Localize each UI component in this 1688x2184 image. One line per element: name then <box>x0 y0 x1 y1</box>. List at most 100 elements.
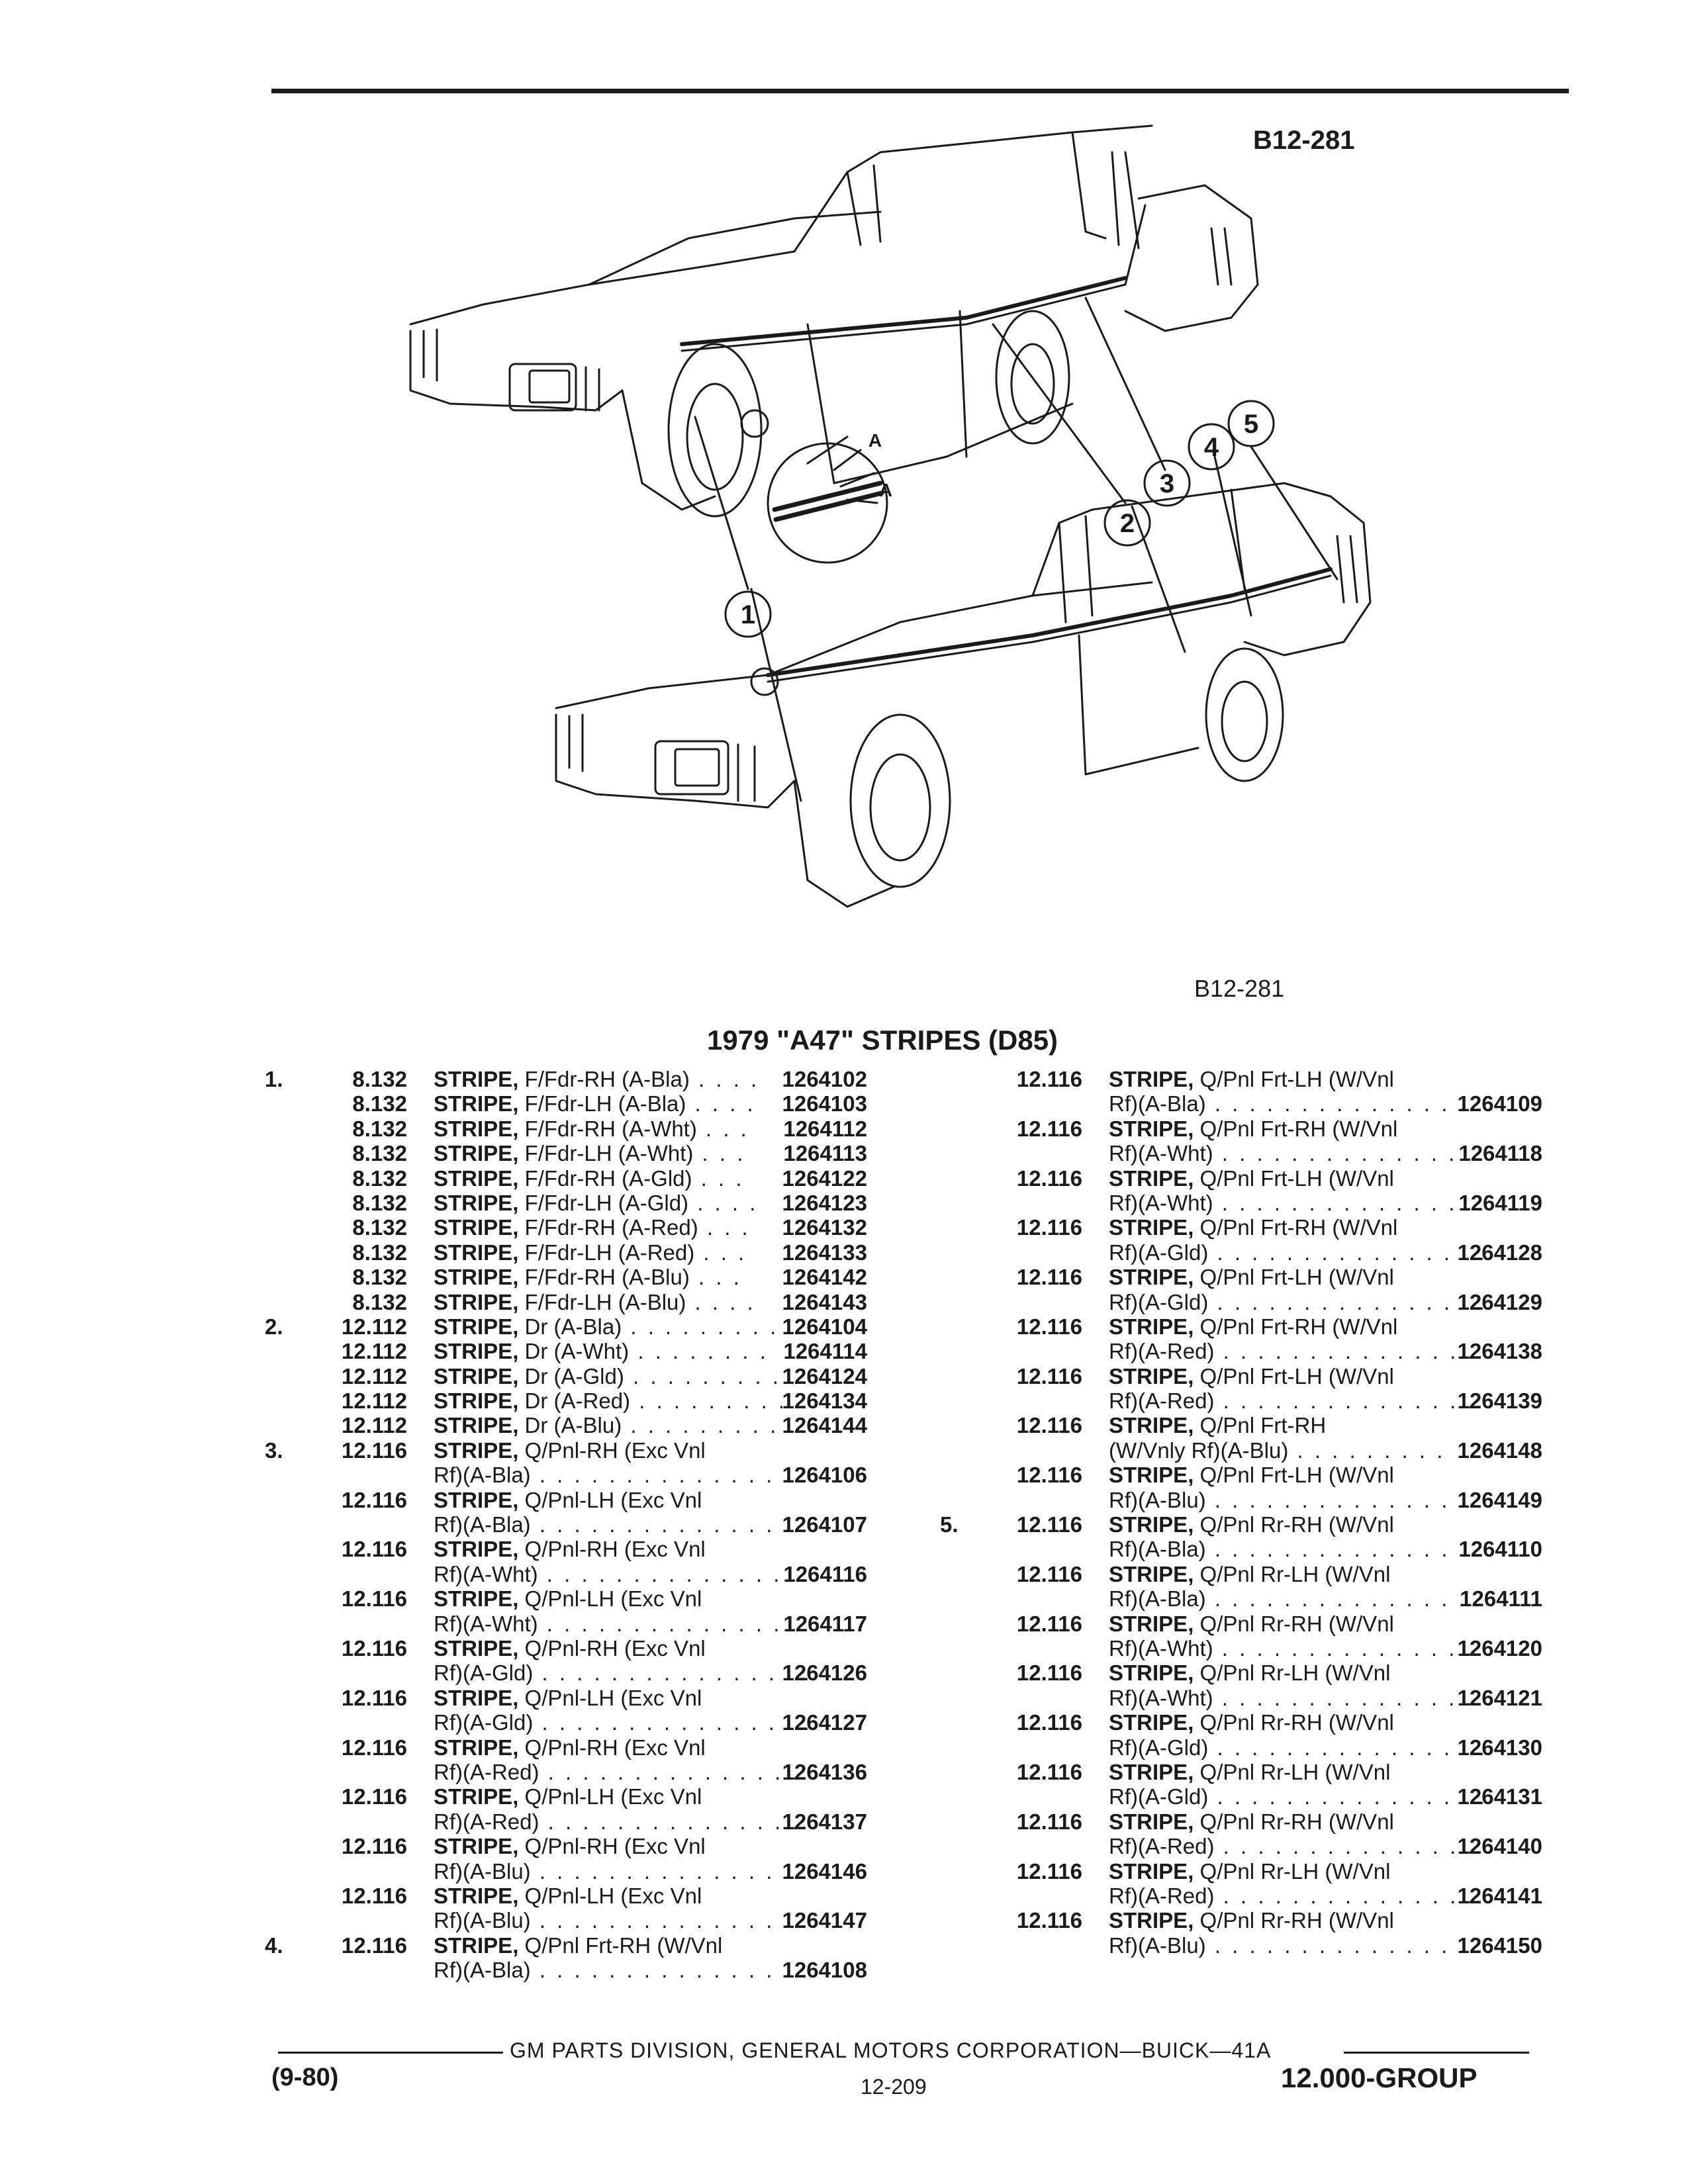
part-description: STRIPE, Dr (A-Gld) . . . . . . . . . <box>434 1364 781 1388</box>
part-detail: Rf)(A-Wht) <box>434 1561 538 1586</box>
parts-list-row: Rf)(A-Red) . . . . . . . . . . . . . . .… <box>940 1884 1575 1908</box>
part-description: STRIPE, Q/Pnl-RH (Exc Vnl <box>434 1438 706 1463</box>
footer-page-number: 12-209 <box>861 2075 927 2099</box>
part-number: 1264120 <box>1457 1635 1542 1661</box>
group-number: 8.132 <box>352 1091 407 1116</box>
callout-4: 4 <box>1204 433 1219 462</box>
part-number: 1264138 <box>1457 1339 1542 1364</box>
part-detail: Dr (A-Blu) <box>524 1413 622 1438</box>
part-description: (W/Vnly Rf)(A-Blu) . . . . . . . . . <box>1109 1438 1445 1463</box>
leader-dots: . . . . . . . . . <box>624 1363 781 1388</box>
part-detail: Rf)(A-Red) <box>1109 1883 1215 1908</box>
part-description: STRIPE, F/Fdr-LH (A-Red) . . . <box>434 1240 747 1265</box>
group-number: 12.116 <box>1016 1116 1082 1141</box>
parts-list-row: Rf)(A-Red) . . . . . . . . . . . . . . .… <box>265 1809 900 1834</box>
part-detail: Rf)(A-Gld) <box>1109 1784 1209 1809</box>
part-description: Rf)(A-Blu) . . . . . . . . . . . . . . .… <box>1109 1933 1485 1958</box>
leader-dots: . . . . . . . . . . . . . . . . <box>1205 1933 1485 1958</box>
item-number: 5. <box>940 1512 959 1537</box>
part-description: STRIPE, Q/Pnl-RH (Exc Vnl <box>434 1537 706 1561</box>
part-detail: Q/Pnl Rr-RH (W/Vnl <box>1199 1710 1394 1735</box>
parts-list-row: Rf)(A-Gld) . . . . . . . . . . . . . . .… <box>265 1710 900 1735</box>
parts-list-row: Rf)(A-Bla) . . . . . . . . . . . . . . .… <box>940 1537 1575 1561</box>
leader-dots: . . . . . . . . . . . . . . . . <box>1205 1586 1485 1612</box>
part-detail: Q/Pnl-LH (Exc Vnl <box>524 1487 702 1512</box>
part-description: Rf)(A-Blu) . . . . . . . . . . . . . . .… <box>1109 1488 1485 1512</box>
group-number: 8.132 <box>352 1141 407 1166</box>
part-name: STRIPE, <box>1109 1363 1194 1388</box>
group-number: 12.116 <box>341 1834 407 1859</box>
part-description: STRIPE, Q/Pnl Frt-LH (W/Vnl <box>1109 1265 1394 1289</box>
part-number: 1264136 <box>782 1759 867 1784</box>
part-name: STRIPE, <box>434 1363 519 1388</box>
part-number: 1264108 <box>782 1958 867 1983</box>
part-description: STRIPE, Q/Pnl Rr-RH (W/Vnl <box>1109 1512 1394 1537</box>
part-description: STRIPE, Q/Pnl Rr-RH (W/Vnl <box>1109 1710 1394 1735</box>
part-detail: F/Fdr-RH (A-Wht) <box>524 1116 697 1141</box>
leader-dots: . . . <box>693 1141 746 1166</box>
part-description: Rf)(A-Red) . . . . . . . . . . . . . . . <box>1109 1884 1476 1908</box>
part-number: 1264124 <box>782 1363 867 1388</box>
part-description: STRIPE, Q/Pnl-RH (Exc Vnl <box>434 1834 706 1858</box>
part-detail: Q/Pnl-RH (Exc Vnl <box>524 1537 706 1562</box>
part-detail: Rf)(A-Blu) <box>434 1908 531 1933</box>
part-detail: Rf)(A-Wht) <box>434 1611 538 1636</box>
group-number: 8.132 <box>352 1265 407 1290</box>
parts-list-row: 12.116 STRIPE, Q/Pnl Rr-LH (W/Vnl <box>940 1859 1575 1884</box>
part-description: Rf)(A-Blu) . . . . . . . . . . . . . . .… <box>434 1859 810 1884</box>
leader-dots: . . . . . . . . . . . . . . . <box>1214 1834 1476 1859</box>
part-number: 1264103 <box>782 1091 867 1116</box>
group-number: 12.116 <box>341 1784 407 1809</box>
group-number: 8.132 <box>352 1067 407 1091</box>
part-name: STRIPE, <box>434 1091 519 1116</box>
group-number: 12.116 <box>341 1487 407 1512</box>
part-description: STRIPE, Q/Pnl Rr-LH (W/Vnl <box>1109 1859 1390 1884</box>
group-number: 12.116 <box>1016 1661 1082 1686</box>
part-number: 1264126 <box>782 1661 867 1686</box>
part-number: 1264110 <box>1458 1537 1542 1562</box>
part-detail: Rf)(A-Bla) <box>1109 1586 1206 1612</box>
part-name: STRIPE, <box>1109 1265 1194 1290</box>
group-number: 12.116 <box>1016 1858 1082 1884</box>
part-detail: Rf)(A-Red) <box>1109 1388 1215 1414</box>
part-detail: Q/Pnl-RH (Exc Vnl <box>524 1437 706 1463</box>
part-description: Rf)(A-Bla) . . . . . . . . . . . . . . .… <box>1109 1091 1485 1116</box>
part-detail: F/Fdr-LH (A-Gld) <box>524 1190 689 1215</box>
leader-dots: . . . <box>696 1116 749 1141</box>
section-title: 1979 "A47" STRIPES (D85) <box>707 1024 1058 1056</box>
group-number: 12.116 <box>1016 1363 1082 1388</box>
part-description: Rf)(A-Gld) . . . . . . . . . . . . . . .… <box>1109 1735 1487 1760</box>
part-number: 1264144 <box>782 1413 867 1438</box>
part-description: Rf)(A-Red) . . . . . . . . . . . . . . . <box>434 1809 801 1834</box>
part-description: Rf)(A-Red) . . . . . . . . . . . . . . . <box>1109 1388 1476 1413</box>
part-name: STRIPE, <box>1109 1413 1194 1438</box>
part-description: Rf)(A-Wht) . . . . . . . . . . . . . . . <box>1109 1636 1475 1661</box>
figure-code-bottom: B12-281 <box>1194 975 1285 1002</box>
part-number: 1264118 <box>1458 1141 1542 1166</box>
part-detail: Dr (A-Bla) <box>524 1314 622 1339</box>
group-number: 12.116 <box>1016 1710 1082 1735</box>
part-name: STRIPE, <box>434 1314 519 1339</box>
part-description: STRIPE, Q/Pnl Frt-LH (W/Vnl <box>1109 1067 1394 1091</box>
leader-dots: . . . . . . . . . . . . . . . <box>538 1611 800 1636</box>
part-name: STRIPE, <box>434 1413 519 1438</box>
footer-rule-right <box>1344 2052 1529 2054</box>
part-description: STRIPE, Q/Pnl Frt-RH (W/Vnl <box>434 1933 722 1958</box>
part-name: STRIPE, <box>434 1190 519 1215</box>
part-number: 1264109 <box>1457 1091 1542 1116</box>
part-description: Rf)(A-Blu) . . . . . . . . . . . . . . .… <box>434 1908 810 1933</box>
leader-dots: . . . . <box>686 1091 756 1116</box>
part-description: Rf)(A-Bla) . . . . . . . . . . . . . . .… <box>434 1512 810 1537</box>
part-description: STRIPE, Q/Pnl Rr-LH (W/Vnl <box>1109 1562 1390 1586</box>
parts-list-row: Rf)(A-Blu) . . . . . . . . . . . . . . .… <box>940 1933 1575 1958</box>
part-detail: Rf)(A-Bla) <box>434 1512 531 1537</box>
leader-dots: . . . . . . . . . . . . . . . . <box>1205 1537 1485 1562</box>
part-detail: Rf)(A-Bla) <box>1109 1091 1206 1116</box>
